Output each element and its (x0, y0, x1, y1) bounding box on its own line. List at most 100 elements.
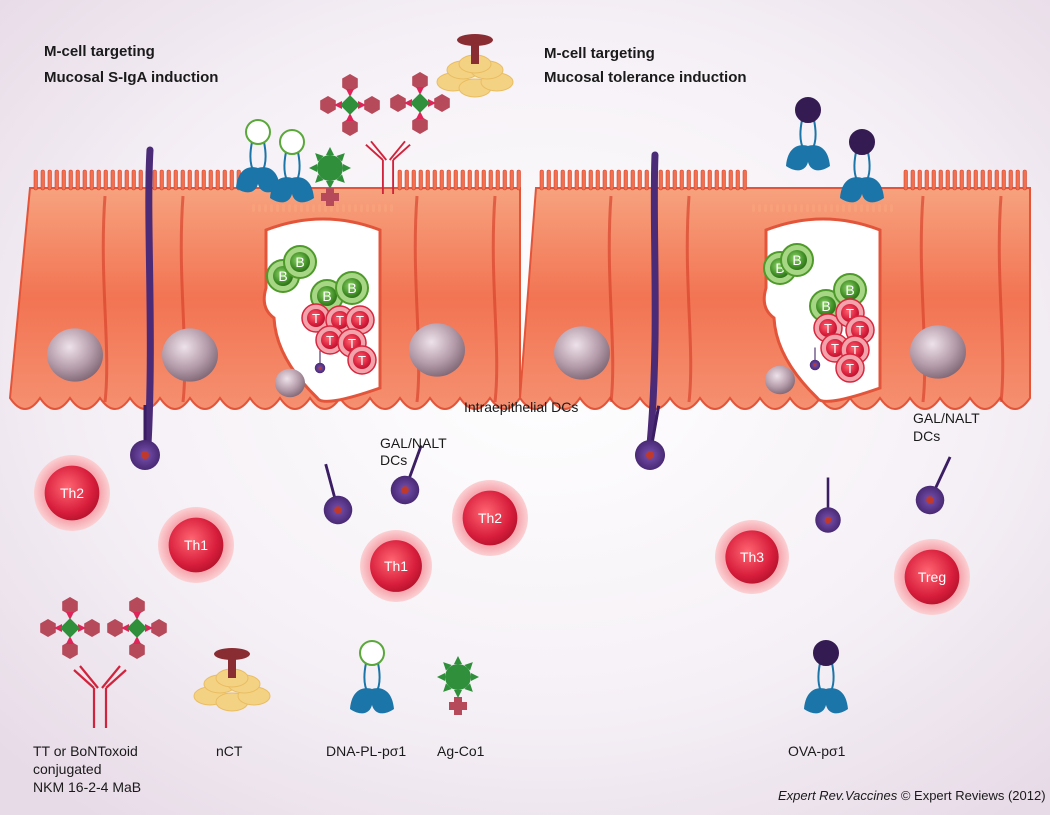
t-cell-letter: T (824, 321, 832, 336)
microvillus (742, 169, 747, 191)
small-dc-left (314, 350, 326, 374)
m-cell-microfold (758, 204, 761, 212)
microvillus (138, 169, 143, 191)
m-cell-microfold (812, 204, 815, 212)
linker-triangle (358, 101, 366, 109)
toxoid-hexagon (62, 641, 78, 659)
lymphocyte-core (462, 490, 518, 546)
credit-rest: © Expert Reviews (2012) (900, 788, 1046, 803)
m-cell-microfold (264, 204, 267, 212)
small-dc-right (809, 347, 821, 371)
microvillus (509, 169, 514, 191)
b-cell-left-1: B (283, 245, 317, 279)
linker-triangle (54, 624, 62, 632)
microvillus (166, 169, 171, 191)
microvillus (96, 169, 101, 191)
right-dc-label-line2: DCs (913, 428, 941, 444)
gal-nalt-dc-left-2 (390, 444, 423, 505)
m-cell-microfold (818, 204, 821, 212)
microvillus (439, 169, 444, 191)
m-cell-microfold (872, 204, 875, 212)
legend-tt-line2: conjugated (33, 761, 102, 777)
nucleus (275, 368, 305, 398)
linker-triangle (346, 113, 354, 121)
ova-receptor-apical-2 (840, 129, 884, 203)
microvillus (68, 169, 73, 191)
th1-cell-left-2: Th1 (360, 530, 432, 602)
t-cell-core (351, 311, 369, 329)
dna-pl-receptor-apical-1 (236, 119, 280, 193)
toxoid-hexagon (40, 619, 56, 637)
b-cell-core (342, 278, 362, 298)
toxoid-hexagon (434, 94, 450, 112)
receptor-head (813, 640, 839, 666)
legend-nct-glyph (193, 648, 271, 712)
intraepithelial-dc-process (144, 146, 154, 449)
microvillus (560, 169, 565, 191)
toxoid-hexagon (342, 74, 358, 92)
b-cell-core (787, 250, 807, 270)
microvillus (553, 169, 558, 191)
microvillus (637, 169, 642, 191)
m-cell-microfold (884, 204, 887, 212)
microvillus (61, 169, 66, 191)
left-heading-line1: M-cell targeting (44, 43, 155, 60)
ag-co1-spike (336, 174, 345, 183)
t-cell-letter: T (846, 361, 854, 376)
m-cell-microfold (336, 204, 339, 212)
microvillus (679, 169, 684, 191)
receptor-head (849, 129, 875, 155)
m-cell-microfold (890, 204, 893, 212)
ag-co1-spike (437, 673, 445, 681)
m-cell-microfold (270, 204, 273, 212)
linker-triangle (404, 99, 412, 107)
intraepithelial-dc-left (130, 405, 160, 470)
ag-co1-spike (464, 662, 473, 671)
microvillus (110, 169, 115, 191)
microvillus (1022, 169, 1027, 191)
toxoid-hexagon (412, 72, 428, 90)
lymphocyte-core (904, 549, 960, 605)
legend-dna-pl: DNA-PL-pσ1 (326, 743, 407, 759)
microvillus (215, 169, 220, 191)
th3-cell-right: Th3 (715, 520, 789, 594)
linker-triangle (121, 624, 129, 632)
nucleus (162, 328, 218, 382)
t-cell-letter: T (358, 353, 366, 368)
microvillus (644, 169, 649, 191)
m-cell-microfold (782, 204, 785, 212)
cell-border (179, 195, 187, 403)
b-cell-core (290, 252, 310, 272)
t-cell-core (819, 319, 837, 337)
antibody-arms (365, 140, 411, 161)
m-cell-microfold (378, 204, 381, 212)
antibody-stem (92, 688, 108, 728)
linker-triangle (346, 89, 354, 97)
microvillus (453, 169, 458, 191)
m-cell-microfold (318, 204, 321, 212)
sigma1-protein (804, 688, 848, 714)
t-cell-letter: T (336, 313, 344, 328)
ag-co1-cross (449, 697, 467, 715)
b-cell-letter: B (792, 252, 801, 268)
b-cell-core (816, 296, 836, 316)
microvillus (588, 169, 593, 191)
m-cell-microfold (252, 204, 255, 212)
linker-triangle (133, 612, 141, 620)
ag-co1-spike (454, 656, 462, 664)
legend-tt-line3: NKM 16-2-4 MaB (33, 779, 142, 795)
legend-ova-receptor (804, 640, 848, 714)
b-cell-left-3: B (335, 271, 369, 305)
t-cell-core (331, 311, 349, 329)
legend-conjugate-1 (40, 597, 100, 659)
microvillus (173, 169, 178, 191)
dendritic-cell-nucleus (813, 363, 817, 367)
legend-ag-co1-glyph (437, 656, 479, 715)
ova-receptor-apical-1 (786, 97, 830, 171)
microvillus (546, 169, 551, 191)
t-cell-right-5: T (835, 353, 865, 383)
m-cell-microfold (752, 204, 755, 212)
m-cell-microfold (776, 204, 779, 212)
antibody-stem (381, 160, 395, 194)
